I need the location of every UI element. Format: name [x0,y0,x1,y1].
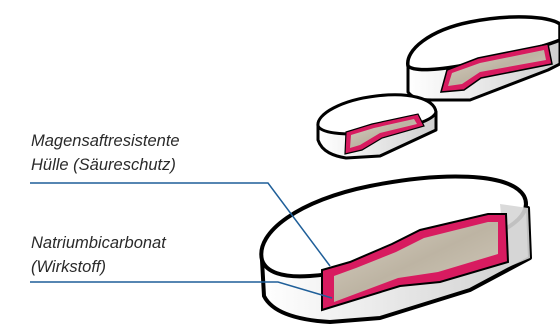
label-core: Natriumbicarbonat (Wirkstoff) [31,234,167,276]
core-section-middle [350,119,417,148]
label-core-line1: Natriumbicarbonat [31,234,167,252]
leader-lines [30,182,333,299]
tablet-fragment-middle [316,93,438,160]
leader-line-coating [30,182,331,267]
tablet-fragment-large [259,174,532,324]
label-coating: Magensaftresistente Hülle (Säureschutz) [31,132,180,174]
tablet-fragment-top [406,15,560,102]
label-coating-line1: Magensaftresistente [31,132,180,150]
core-section-top [448,50,546,86]
label-core-line2: (Wirkstoff) [31,258,106,276]
leader-line-core [30,281,333,299]
label-coating-line2: Hülle (Säureschutz) [31,156,176,174]
core-section-large [334,222,498,302]
